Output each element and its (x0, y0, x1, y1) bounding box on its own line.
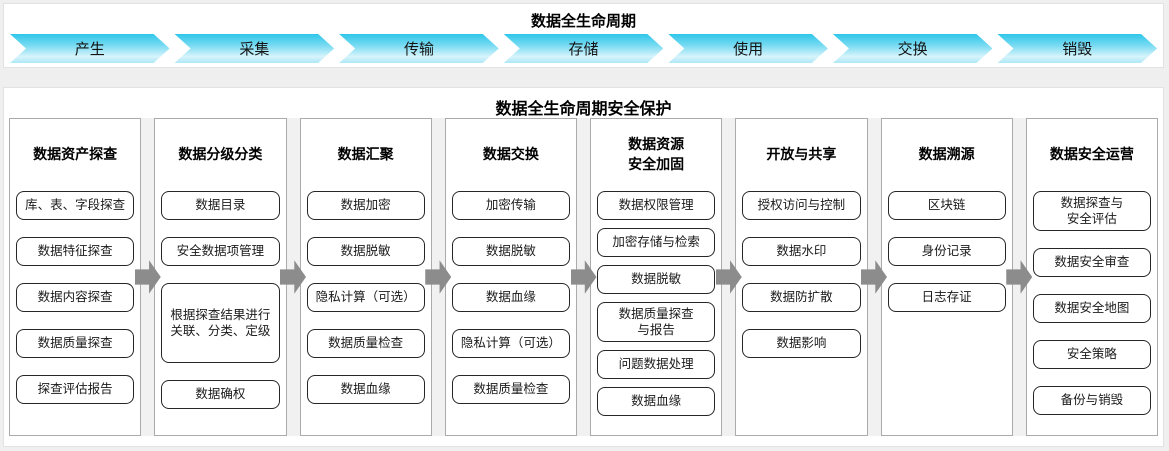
item-box: 数据质量探查 与报告 (597, 302, 716, 342)
item-box: 数据加密 (306, 191, 425, 220)
item-box: 数据脱敏 (451, 237, 570, 266)
item-box: 数据安全审查 (1032, 248, 1151, 277)
stage-chevron: 销毁 (997, 34, 1157, 63)
column-items: 数据加密 数据脱敏 隐私计算（可选） 数据质量检查 数据血缘 (306, 191, 425, 435)
stage-chevron: 产生 (10, 34, 170, 63)
column-header: 数据分级分类 (178, 146, 263, 163)
item-box: 隐私计算（可选） (306, 283, 425, 312)
column-items: 加密传输 数据脱敏 数据血缘 隐私计算（可选） 数据质量检查 (451, 191, 570, 435)
lifecycle-stage-strip: 产生 采集 传输 存储 使用 交换 销毁 (10, 34, 1157, 63)
item-box: 安全数据项管理 (161, 237, 280, 266)
column-header: 数据资源 安全加固 (628, 136, 685, 173)
item-box: 数据质量检查 (451, 375, 570, 404)
column-items: 数据探查与 安全评估 数据安全审查 数据安全地图 安全策略 备份与销毁 (1032, 191, 1151, 435)
item-box: 数据脱敏 (597, 265, 716, 294)
column-items: 数据目录 安全数据项管理 根据探查结果进行 关联、分类、定级 数据确权 (161, 191, 280, 435)
item-box: 数据水印 (742, 237, 861, 266)
column-gap (715, 118, 742, 436)
column-gap (861, 118, 887, 436)
column-card-data-asset-discovery: 数据资产探查 库、表、字段探查 数据特征探查 数据内容探查 数据质量探查 探查评… (9, 118, 142, 436)
column-header: 数据交换 (482, 146, 539, 163)
column-card-data-traceability: 数据溯源 区块链 身份记录 日志存证 (880, 118, 1013, 436)
stage-chevron: 传输 (339, 34, 499, 63)
item-box: 加密传输 (451, 191, 570, 220)
item-box: 身份记录 (887, 237, 1006, 266)
item-box: 数据防扩散 (742, 283, 861, 312)
item-box: 数据血缘 (597, 387, 716, 416)
column-gap (425, 118, 452, 436)
item-box: 数据内容探查 (16, 283, 135, 312)
item-box: 隐私计算（可选） (451, 329, 570, 358)
stage-chevron: 采集 (175, 34, 335, 63)
column-card-open-sharing: 开放与共享 授权访问与控制 数据水印 数据防扩散 数据影响 (735, 118, 868, 436)
column-card-data-exchange: 数据交换 加密传输 数据脱敏 数据血缘 隐私计算（可选） 数据质量检查 (444, 118, 577, 436)
item-box: 数据目录 (161, 191, 280, 220)
item-box: 数据质量检查 (306, 329, 425, 358)
columns-row: 数据资产探查 库、表、字段探查 数据特征探查 数据内容探查 数据质量探查 探查评… (9, 118, 1158, 436)
item-box: 安全策略 (1032, 340, 1151, 369)
item-box: 数据质量探查 (16, 329, 135, 358)
column-card-data-resource-hardening: 数据资源 安全加固 数据权限管理 加密存储与检索 数据脱敏 数据质量探查 与报告… (590, 118, 723, 436)
banner-title: 数据全生命周期 (530, 12, 636, 30)
item-box: 数据影响 (742, 329, 861, 358)
column-items: 库、表、字段探查 数据特征探查 数据内容探查 数据质量探查 探查评估报告 (16, 191, 135, 435)
lifecycle-banner: 数据全生命周期 产生 采集 传输 存储 使用 交换 销毁 (3, 3, 1164, 68)
item-box: 加密存储与检索 (597, 228, 716, 257)
item-box: 数据确权 (161, 380, 280, 409)
protection-panel: 数据全生命周期安全保护 数据资产探查 库、表、字段探查 数据特征探查 数据内容探… (3, 87, 1164, 447)
item-box: 数据血缘 (451, 283, 570, 312)
item-box: 授权访问与控制 (742, 191, 861, 220)
column-header: 数据安全运营 (1049, 146, 1134, 163)
column-header: 开放与共享 (766, 146, 837, 163)
item-box: 数据探查与 安全评估 (1032, 191, 1151, 231)
item-box: 日志存证 (887, 283, 1006, 312)
column-header: 数据资产探查 (33, 146, 118, 163)
item-box: 数据特征探查 (16, 237, 135, 266)
item-box: 数据血缘 (306, 375, 425, 404)
column-items: 数据权限管理 加密存储与检索 数据脱敏 数据质量探查 与报告 问题数据处理 数据… (597, 191, 716, 435)
column-gap (134, 118, 161, 436)
column-header: 数据溯源 (918, 146, 975, 163)
column-card-data-aggregation: 数据汇聚 数据加密 数据脱敏 隐私计算（可选） 数据质量检查 数据血缘 (299, 118, 432, 436)
stage-chevron: 交换 (833, 34, 993, 63)
item-box: 根据探查结果进行 关联、分类、定级 (161, 283, 280, 363)
stage-chevron: 使用 (668, 34, 828, 63)
column-gap (1006, 118, 1033, 436)
column-header: 数据汇聚 (337, 146, 394, 163)
column-gap (280, 118, 306, 436)
protection-title: 数据全生命周期安全保护 (495, 99, 672, 118)
item-box: 备份与销毁 (1032, 386, 1151, 415)
column-card-data-classification: 数据分级分类 数据目录 安全数据项管理 根据探查结果进行 关联、分类、定级 数据… (154, 118, 287, 436)
item-box: 数据权限管理 (597, 191, 716, 220)
column-items: 授权访问与控制 数据水印 数据防扩散 数据影响 (742, 191, 861, 435)
column-card-data-security-operations: 数据安全运营 数据探查与 安全评估 数据安全审查 数据安全地图 安全策略 备份与… (1025, 118, 1158, 436)
column-gap (570, 118, 597, 436)
item-box: 区块链 (887, 191, 1006, 220)
item-box: 探查评估报告 (16, 375, 135, 404)
column-items: 区块链 身份记录 日志存证 (887, 191, 1006, 435)
item-box: 库、表、字段探查 (16, 191, 135, 220)
stage-chevron: 存储 (504, 34, 664, 63)
item-box: 问题数据处理 (597, 350, 716, 379)
item-box: 数据脱敏 (306, 237, 425, 266)
item-box: 数据安全地图 (1032, 294, 1151, 323)
